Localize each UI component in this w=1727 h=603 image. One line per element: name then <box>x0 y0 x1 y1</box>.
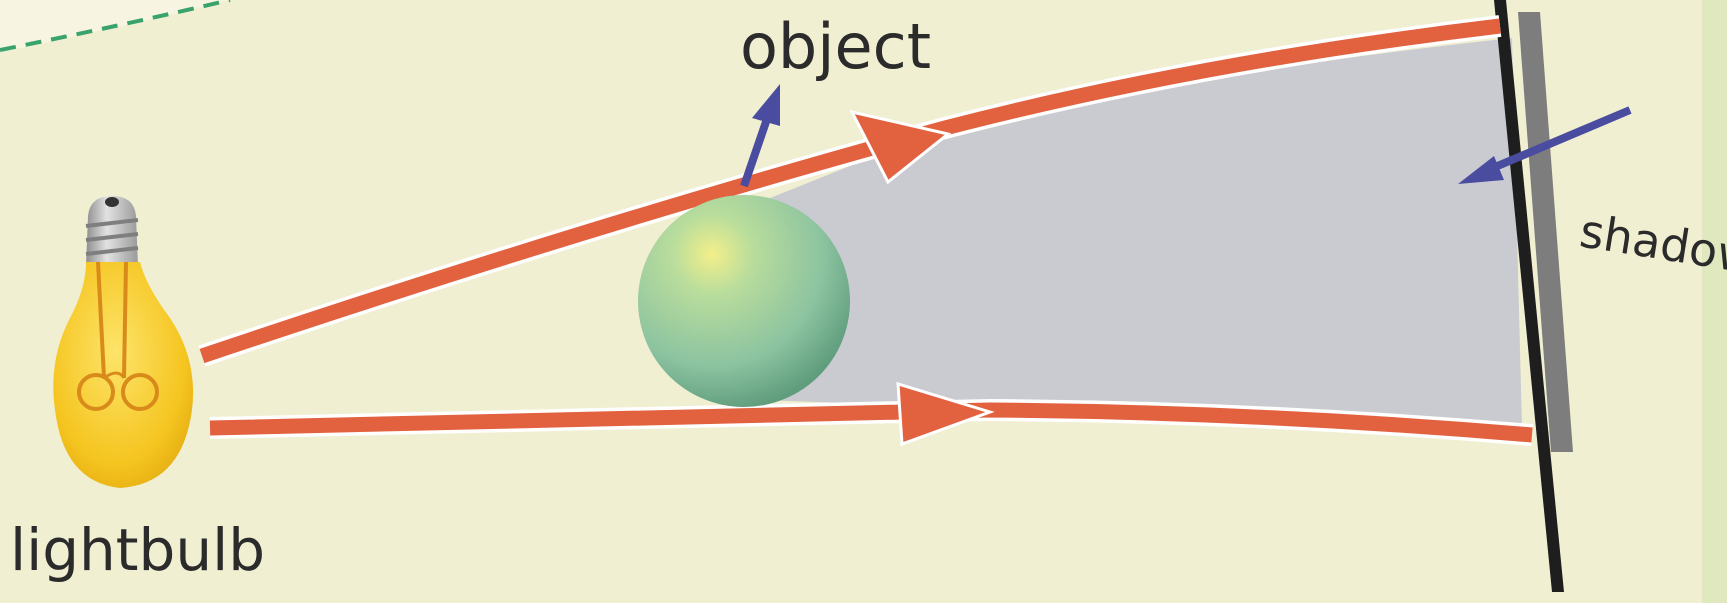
object-ball <box>638 195 850 407</box>
right-edge-strip <box>1702 0 1727 603</box>
lightbulb-label: lightbulb <box>10 516 265 584</box>
object-label: object <box>740 10 931 83</box>
